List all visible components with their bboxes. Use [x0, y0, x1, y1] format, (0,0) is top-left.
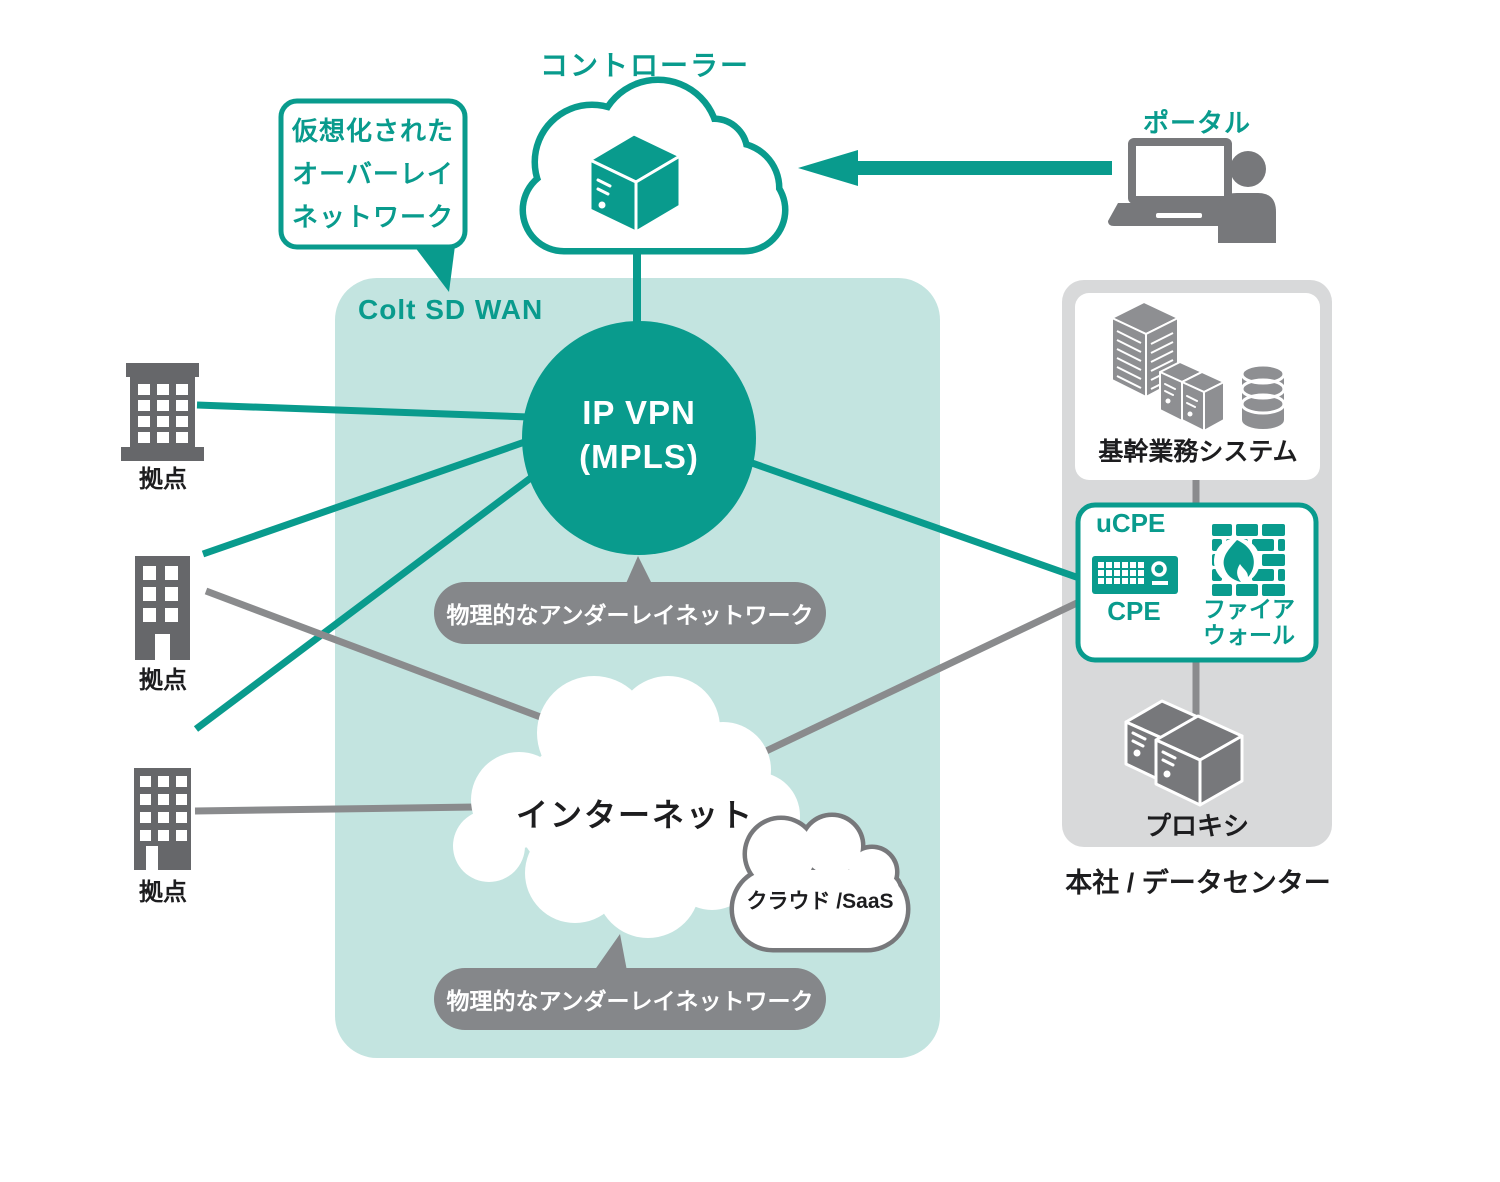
internet-label: インターネット — [515, 797, 754, 833]
firewall-icon — [1212, 524, 1285, 596]
controller-server-icon — [588, 132, 682, 234]
cloud-saas-label: クラウド /SaaS — [746, 890, 894, 913]
underlay-bubble-top — [434, 556, 826, 644]
underlay-bubble-bottom — [434, 934, 826, 1030]
overlay-callout-line2: オーバーレイ — [292, 158, 454, 189]
overlay-callout-bubble — [278, 98, 468, 292]
firewall-label: ファイア ウォール — [1193, 596, 1305, 648]
ip-vpn-line1: IP VPN — [582, 394, 696, 431]
ip-vpn-label: IP VPN (MPLS) — [522, 322, 756, 548]
link-site3-ipvpn — [193, 462, 551, 732]
portal-to-controller-arrow — [798, 150, 1112, 186]
database-icon — [1240, 363, 1286, 429]
sdwan-title: Colt SD WAN — [358, 294, 544, 325]
proxy-label: プロキシ — [1144, 811, 1249, 841]
core-system-label: 基幹業務システム — [1098, 438, 1298, 466]
underlay-label-top: 物理的なアンダーレイネットワーク — [446, 602, 814, 628]
link-site2-ipvpn — [201, 424, 567, 558]
controller-label: コントローラー — [539, 50, 750, 81]
proxy-servers-icon — [1124, 699, 1244, 807]
link-site2-internet — [204, 587, 577, 734]
building-icon-site3 — [134, 768, 191, 870]
ip-vpn-line2: (MPLS) — [579, 438, 699, 475]
link-internet-ucpe — [760, 598, 1081, 757]
link-ipvpn-ucpe — [713, 446, 1081, 582]
overlay-callout-line1: 仮想化された — [291, 115, 454, 146]
core-system-servers-icon — [1111, 301, 1286, 432]
overlay-callout-line3: ネットワーク — [291, 201, 454, 232]
internet-cloud — [453, 676, 800, 938]
controller-cloud-icon — [519, 76, 789, 255]
datacenter-caption: 本社 / データセンター — [1065, 868, 1331, 898]
site2-label: 拠点 — [139, 667, 187, 694]
firewall-line1: ファイア — [1203, 596, 1295, 622]
portal-user-icon — [1218, 151, 1276, 243]
site1-label: 拠点 — [139, 466, 187, 493]
ucpe-title: uCPE — [1096, 508, 1166, 538]
portal-laptop-icon — [1108, 138, 1252, 226]
firewall-line2: ウォール — [1203, 622, 1295, 648]
cloud-saas-icon — [729, 812, 911, 953]
connection-lines — [193, 401, 1081, 815]
cpe-label: CPE — [1107, 596, 1161, 626]
building-icon-site2 — [135, 556, 190, 660]
building-icon-site1 — [121, 363, 204, 461]
portal-label: ポータル — [1142, 108, 1251, 138]
overlay-callout-text: 仮想化された オーバーレイ ネットワーク — [286, 106, 460, 242]
cpe-router-icon — [1092, 556, 1178, 594]
site3-label: 拠点 — [139, 879, 187, 906]
ip-vpn-circle — [522, 321, 756, 555]
underlay-label-bottom: 物理的なアンダーレイネットワーク — [446, 988, 814, 1014]
